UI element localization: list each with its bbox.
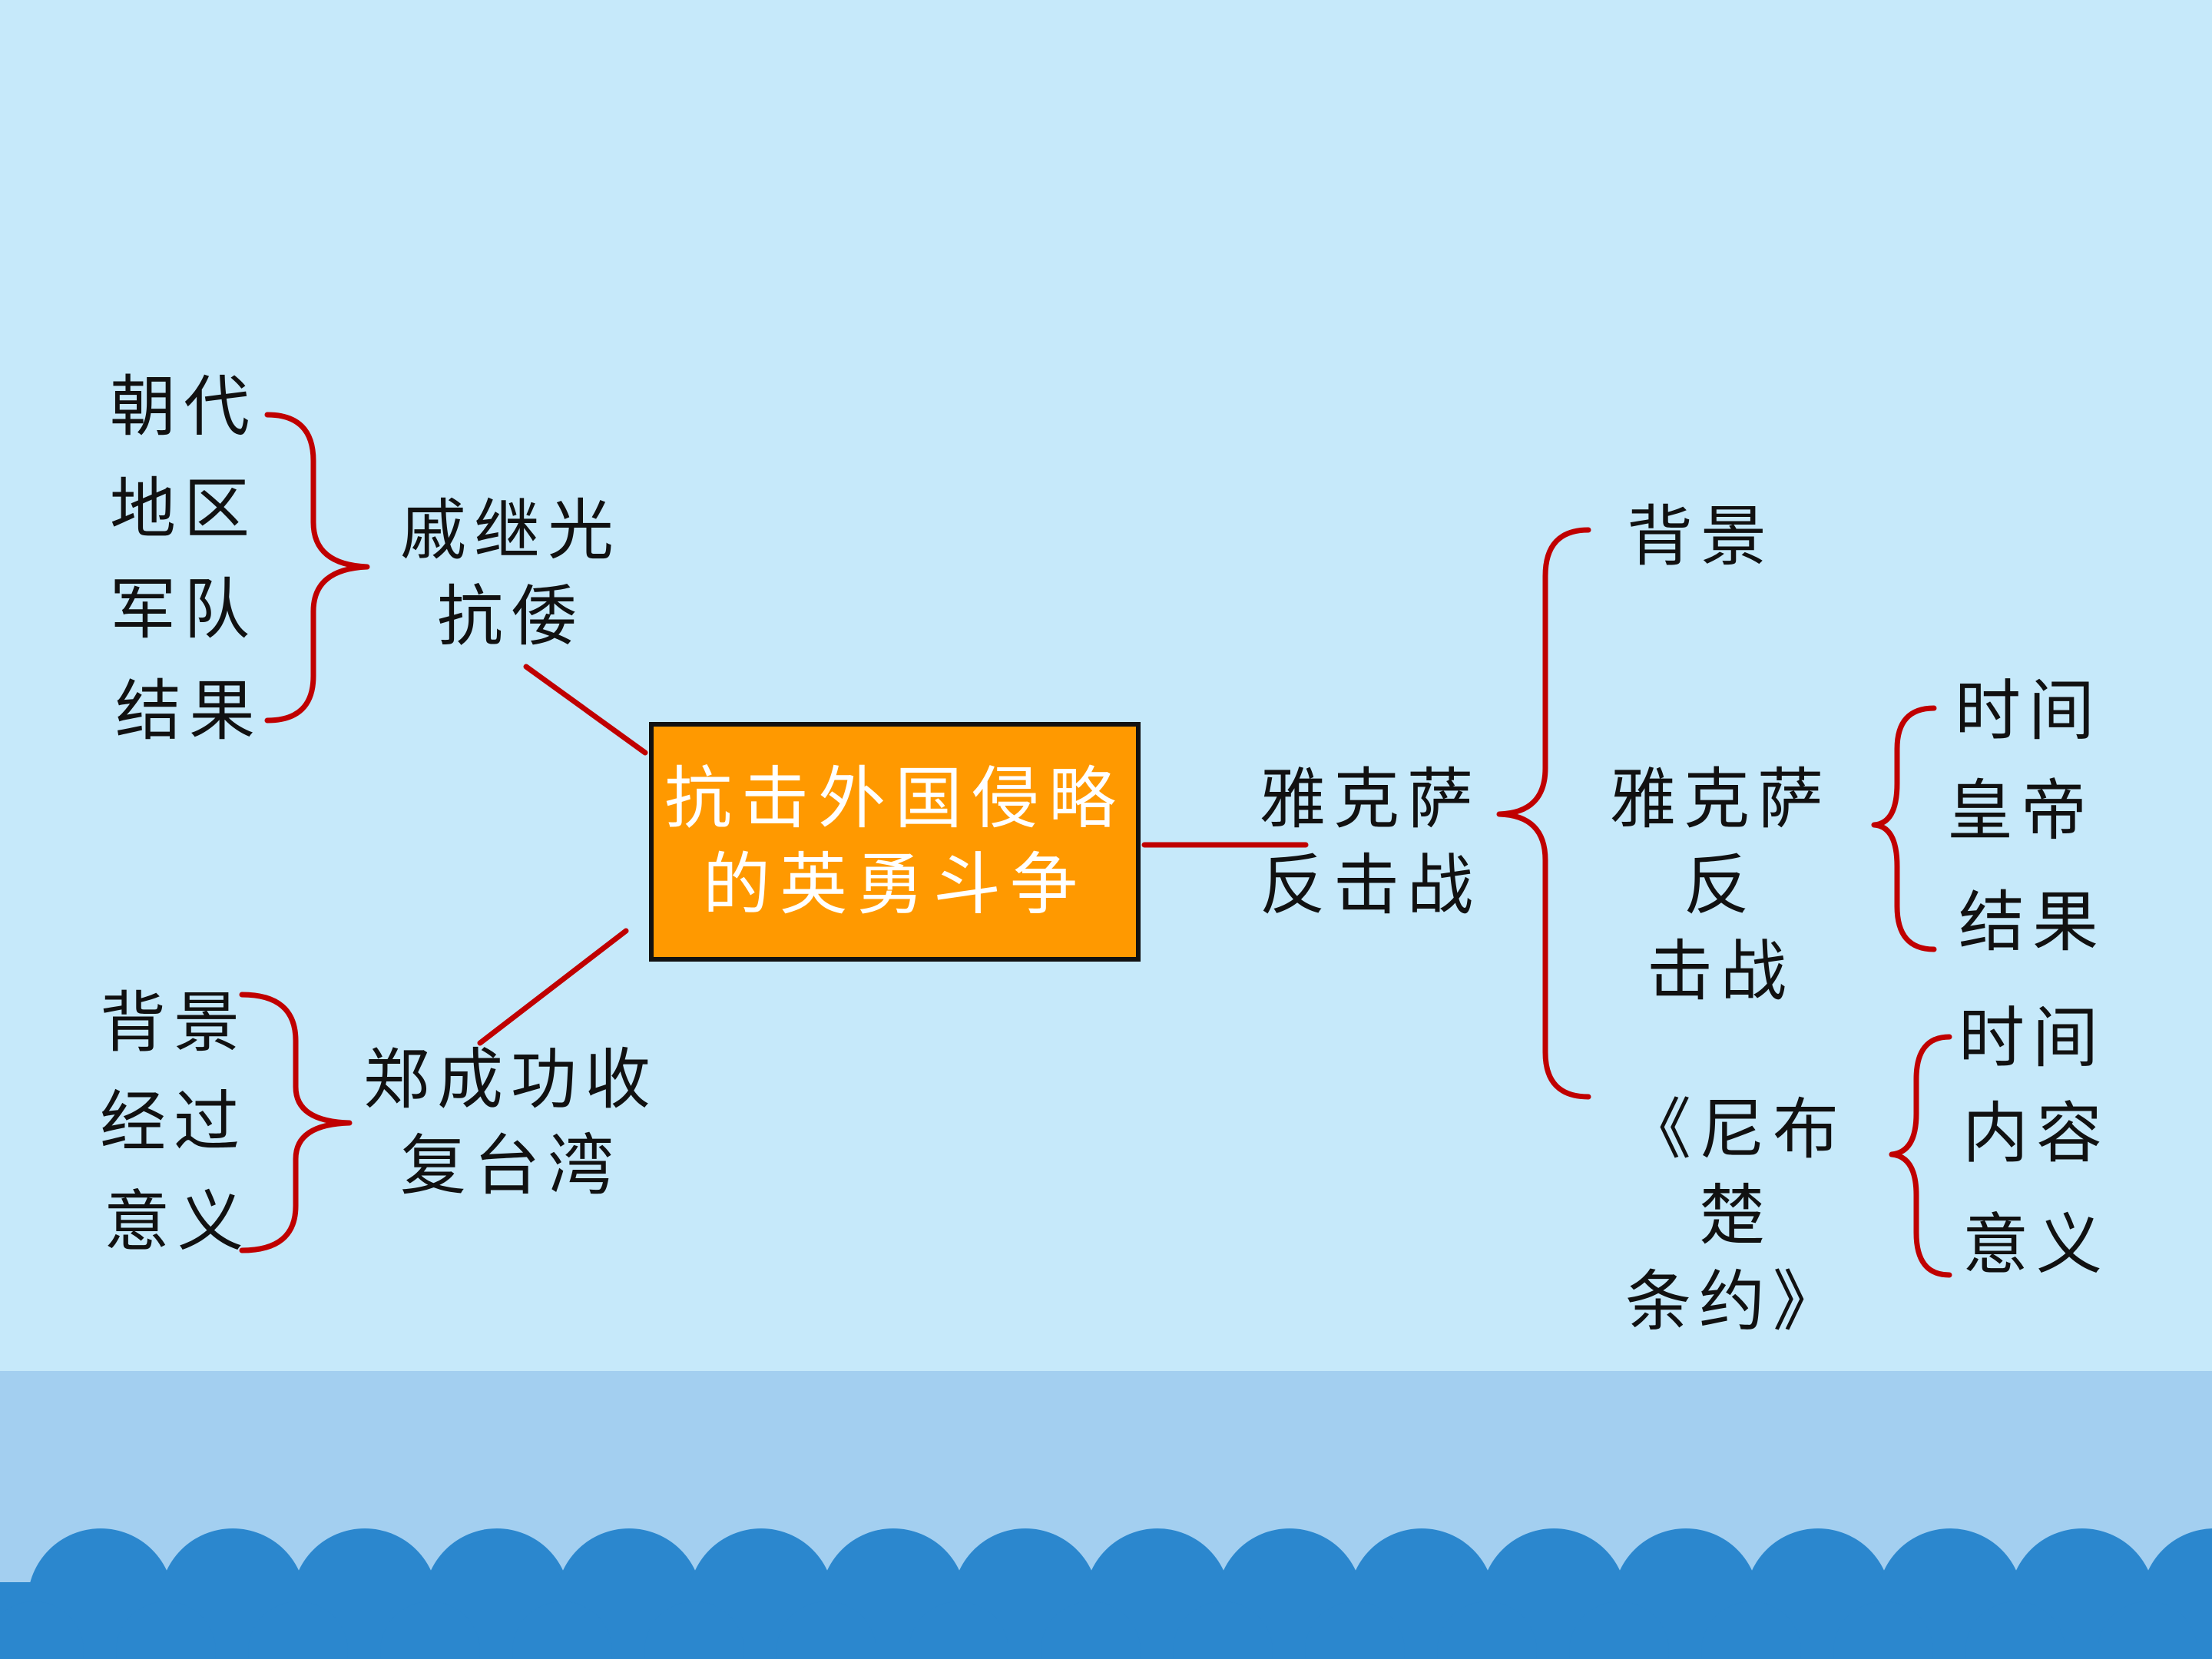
wave-bottom-12 — [1569, 1601, 1669, 1659]
center-topic-box: 抗击外国侵略 的英勇斗争 — [649, 722, 1141, 962]
brace-right-treaty — [1889, 1034, 1952, 1278]
wave-bottom-13 — [1701, 1601, 1801, 1659]
wave-bottom-0 — [0, 1601, 84, 1659]
brace-right-main — [1496, 527, 1591, 1100]
right-branch-war: 雅克萨反 击战 — [1610, 761, 1831, 1010]
wave-bottom-6 — [777, 1601, 876, 1659]
topic-yakesa: 雅克萨 反击战 — [1260, 761, 1481, 924]
brace-right-war — [1871, 705, 1937, 952]
right-branch-treaty: 《尼布楚 条约》 — [1625, 1091, 1846, 1340]
war-item-1: 时间 — [1955, 673, 2102, 750]
wave-bottom-9 — [1173, 1601, 1273, 1659]
wave-bottom-16 — [2098, 1601, 2197, 1659]
left-top-item-3: 军队 — [110, 571, 257, 648]
brace-left-top — [264, 412, 370, 724]
left-top-item-1: 朝代 — [110, 369, 257, 445]
treaty-item-3: 意义 — [1962, 1207, 2110, 1283]
left-top-item-2: 地区 — [110, 471, 257, 548]
war-item-2: 皇帝 — [1947, 773, 2094, 849]
war-item-3: 结果 — [1959, 884, 2106, 961]
wave-bottom-14 — [1833, 1601, 1933, 1659]
connector-center-to-zhengchenggong — [477, 928, 629, 1046]
wave-bottom-1 — [116, 1601, 216, 1659]
wave-bottom-10 — [1305, 1601, 1405, 1659]
wave-bottom-3 — [380, 1601, 480, 1659]
left-bottom-item-3: 意义 — [104, 1184, 251, 1260]
wave-bottom-7 — [909, 1601, 1008, 1659]
left-top-item-4: 结果 — [115, 673, 263, 750]
right-branch-background: 背景 — [1627, 498, 1774, 575]
wave-bottom-8 — [1041, 1601, 1141, 1659]
wave-bottom-4 — [512, 1601, 612, 1659]
wave-bottom-11 — [1437, 1601, 1537, 1659]
treaty-item-1: 时间 — [1959, 1000, 2106, 1077]
brace-left-bottom — [239, 992, 353, 1253]
wave-bottom-5 — [644, 1601, 744, 1659]
connector-center-to-qijiguang — [523, 664, 648, 756]
wave-bottom-15 — [1965, 1601, 2065, 1659]
left-bottom-item-2: 经过 — [100, 1084, 247, 1161]
wave-bottom-2 — [248, 1601, 348, 1659]
center-topic-title: 抗击外国侵略 的英勇斗争 — [664, 759, 1125, 924]
topic-zhengchenggong: 郑成功收 复台湾 — [363, 1041, 658, 1204]
left-bottom-item-1: 背景 — [100, 985, 247, 1061]
wave-row-bottom — [0, 1601, 2197, 1659]
topic-qijiguang: 戚继光 抗倭 — [400, 492, 621, 655]
treaty-item-2: 内容 — [1962, 1095, 2110, 1172]
